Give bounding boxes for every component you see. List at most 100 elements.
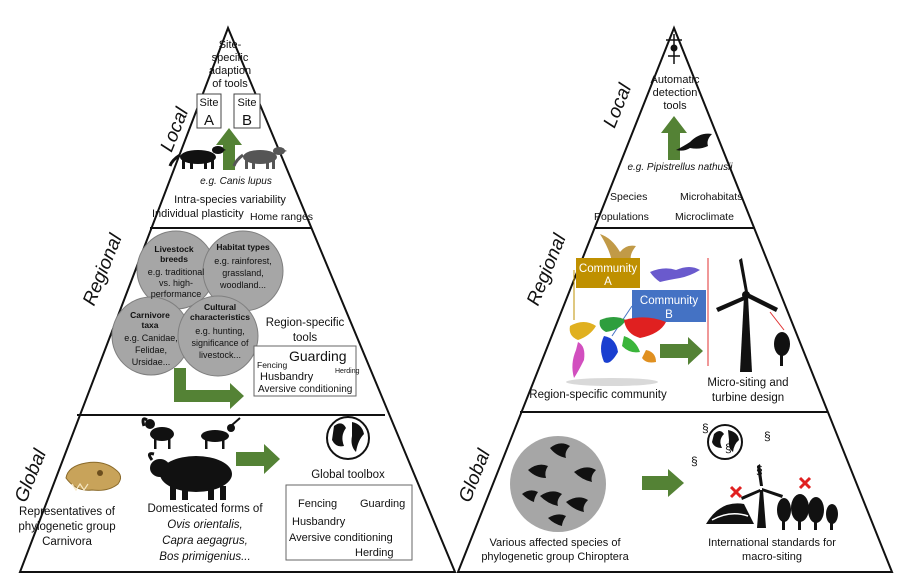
left-local-up-arrow bbox=[216, 128, 242, 170]
section-mark-1: § bbox=[702, 421, 709, 435]
bats-group-icon bbox=[510, 436, 606, 532]
domesticated-label: Domesticated forms of bbox=[147, 503, 263, 515]
world-map-icon bbox=[566, 317, 666, 386]
left-global-arrow bbox=[236, 444, 280, 474]
livestock-body-2: vs. high- bbox=[159, 278, 193, 288]
cultural-title-2: characteristics bbox=[190, 312, 250, 322]
representatives-line-3: Carnivora bbox=[42, 536, 92, 548]
habitat-body-3: woodland... bbox=[219, 280, 266, 290]
region-community-label: Region-specific community bbox=[529, 389, 667, 401]
toolbox-herding: Herding bbox=[355, 547, 394, 559]
site-a-box bbox=[196, 93, 222, 129]
cultural-title-1: Cultural bbox=[204, 302, 236, 312]
domesticated-species-3: Bos primigenius... bbox=[159, 551, 250, 563]
region-tool-husbandry: Husbandry bbox=[260, 371, 314, 383]
livestock-title-2: breeds bbox=[160, 254, 188, 264]
detection-device-icon bbox=[666, 34, 682, 64]
right-global-arrow bbox=[642, 469, 684, 497]
carnivore-body-2: Felidae, bbox=[135, 345, 167, 355]
left-home-ranges: Home ranges bbox=[250, 211, 313, 223]
right-populations: Populations bbox=[594, 211, 649, 223]
carnivore-body-3: Ursidae... bbox=[132, 357, 171, 367]
site-a-letter: A bbox=[204, 112, 214, 129]
habitat-title: Habitat types bbox=[216, 242, 270, 252]
region-tools-title-2: tools bbox=[293, 332, 318, 344]
left-pyramid: Local Regional Global Site- specific ada… bbox=[11, 25, 457, 573]
site-a-word: Site bbox=[200, 97, 219, 109]
cultural-body-3: livestock... bbox=[199, 350, 241, 360]
carnivore-skull-icon bbox=[65, 461, 122, 492]
domesticated-species-2: Capra aegagrus, bbox=[162, 535, 248, 547]
chiroptera-line-2: phylogenetic group Chiroptera bbox=[481, 551, 629, 563]
goat-icon bbox=[201, 417, 241, 449]
cultural-body-2: significance of bbox=[191, 338, 249, 348]
community-b-line-2: B bbox=[665, 309, 673, 321]
macro-siting-landscape-icon bbox=[706, 464, 838, 530]
left-adaption-line-3: adaption bbox=[209, 65, 251, 77]
circle-cultural-characteristics bbox=[177, 295, 259, 377]
standards-line-1: International standards for bbox=[708, 537, 836, 549]
toolbox-aversive: Aversive conditioning bbox=[289, 532, 393, 544]
site-b-letter: B bbox=[242, 112, 252, 129]
left-local-example: e.g. Canis lupus bbox=[200, 176, 272, 187]
detection-line-3: tools bbox=[663, 100, 687, 112]
livestock-body-1: e.g. traditional bbox=[148, 267, 205, 277]
section-mark-4: § bbox=[725, 441, 732, 455]
region-tool-guarding: Guarding bbox=[289, 348, 347, 364]
left-adaption-line-4: of tools bbox=[212, 78, 248, 90]
livestock-body-3: performance bbox=[151, 289, 202, 299]
site-b-box bbox=[233, 93, 261, 129]
left-adaption-line-2: specific bbox=[212, 52, 249, 64]
globe-icon bbox=[326, 416, 370, 460]
region-tool-aversive: Aversive conditioning bbox=[258, 384, 352, 395]
right-local-example: e.g. Pipistrellus nathusii bbox=[627, 162, 733, 173]
tree-icon bbox=[774, 332, 790, 366]
right-microhabitats: Microhabitats bbox=[680, 191, 742, 203]
right-microclimate: Microclimate bbox=[675, 211, 734, 223]
carnivore-body-1: e.g. Canidae, bbox=[124, 333, 178, 343]
toolbox-guarding: Guarding bbox=[360, 498, 405, 510]
distance-line bbox=[769, 311, 785, 331]
left-variability: Intra-species variability bbox=[174, 194, 286, 206]
region-tool-fencing: Fencing bbox=[257, 360, 288, 370]
global-toolbox-box bbox=[285, 484, 413, 561]
bat-purple-icon bbox=[650, 267, 700, 282]
cross-mark-icon bbox=[729, 485, 743, 499]
right-regional-arrow bbox=[660, 337, 703, 365]
representatives-line-2: phylogenetic group bbox=[18, 521, 115, 533]
community-a-box bbox=[576, 258, 640, 288]
bull-icon bbox=[147, 452, 232, 500]
representatives-line-1: Representatives of bbox=[19, 506, 116, 518]
community-b-box bbox=[632, 290, 706, 322]
detection-line-1: Automatic bbox=[651, 74, 700, 86]
toolbox-husbandry: Husbandry bbox=[292, 516, 346, 528]
micro-siting-line-2: turbine design bbox=[712, 392, 784, 404]
right-level-regional: Regional bbox=[523, 231, 571, 309]
livestock-title-1: Livestock bbox=[154, 244, 193, 254]
domesticated-species-1: Ovis orientalis, bbox=[167, 519, 242, 531]
left-adaption-line-1: Site- bbox=[219, 39, 242, 51]
left-plasticity: Individual plasticity bbox=[152, 208, 244, 220]
habitat-body-2: grassland, bbox=[222, 268, 264, 278]
section-mark-2: § bbox=[691, 454, 698, 468]
carnivore-title-2: taxa bbox=[141, 320, 158, 330]
toolbox-fencing: Fencing bbox=[298, 498, 337, 510]
wolf-grey-icon bbox=[232, 147, 287, 169]
left-level-global: Global bbox=[11, 446, 51, 506]
left-level-regional: Regional bbox=[79, 231, 127, 309]
community-a-line-2: A bbox=[604, 276, 612, 288]
bat-gold-icon bbox=[600, 234, 636, 262]
community-a-line-1: Community bbox=[579, 263, 637, 275]
right-local-up-arrow bbox=[661, 116, 687, 160]
bat-black-icon bbox=[676, 133, 712, 151]
site-b-word: Site bbox=[238, 97, 257, 109]
cultural-body-1: e.g. hunting, bbox=[195, 326, 245, 336]
region-tools-box bbox=[253, 345, 357, 397]
wolf-black-icon bbox=[168, 146, 226, 169]
small-globe-icon bbox=[707, 424, 743, 460]
community-b-line-1: Community bbox=[640, 295, 698, 307]
cross-mark-icon-2 bbox=[798, 476, 812, 490]
detection-line-2: detection bbox=[653, 87, 698, 99]
right-pyramid: Local Regional Global Automatic detectio… bbox=[455, 25, 894, 573]
